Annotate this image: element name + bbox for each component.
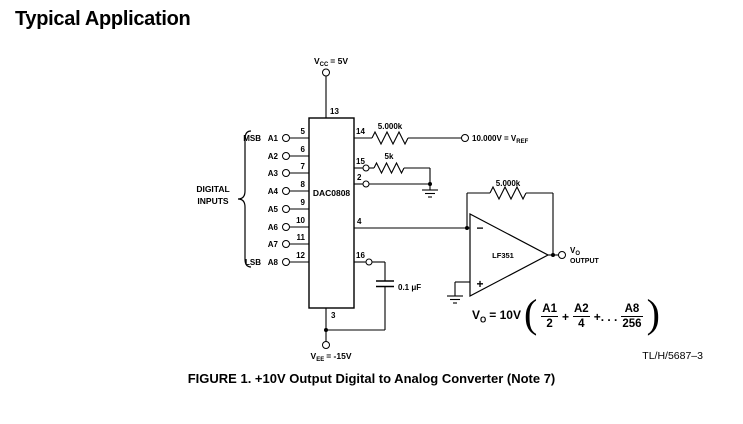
input-terminal [282, 223, 290, 231]
input-terminal [282, 258, 290, 266]
pin-number: 8 [301, 180, 306, 189]
ellipsis-plus: +. . . [593, 309, 618, 324]
equation-lhs: VO= 10V [472, 308, 521, 325]
plus-sign: + [561, 309, 569, 324]
pin2-terminal [362, 180, 370, 188]
pin-number: 7 [301, 162, 306, 171]
dac-output-net: 4 [354, 217, 470, 230]
vee-terminal [322, 341, 330, 349]
input-terminal [282, 169, 290, 177]
pin16-terminal [365, 258, 373, 266]
digital-inputs-label-1: DIGITAL [196, 184, 229, 194]
input-terminal [282, 240, 290, 248]
inputs-brace [237, 130, 252, 268]
input-terminal [282, 187, 290, 195]
pin-number: 12 [296, 251, 305, 260]
pin-number-3: 3 [331, 311, 336, 320]
input-row-a6: 10 A6 [268, 216, 309, 232]
capacitor-value: 0.1 μF [398, 283, 421, 292]
vref-terminal [461, 134, 469, 142]
input-label: A5 [268, 205, 279, 214]
resistor-5000k-ref [371, 130, 409, 146]
pin-number-15: 15 [356, 157, 365, 166]
opamp: − + LF351 VO OUTPUT [447, 213, 600, 304]
resistor-value: 5.000k [496, 179, 521, 188]
noninverting-input-sign: + [476, 277, 483, 291]
input-row-a1: 5 A1 [268, 127, 309, 143]
vo-terminal [558, 251, 566, 259]
junction-dot [551, 253, 555, 257]
pin-number: 9 [301, 198, 306, 207]
input-label: A3 [268, 169, 279, 178]
input-row-a7: 11 A7 [268, 233, 309, 249]
vcc-terminal [322, 68, 330, 77]
page-title: Typical Application [15, 8, 191, 30]
ground-symbol [422, 189, 438, 198]
open-paren: ( [523, 291, 538, 337]
input-row-a8: 12 A8 [268, 251, 309, 267]
msb-label: MSB [243, 134, 261, 143]
pin-number: 6 [301, 145, 306, 154]
pin-number: 5 [301, 127, 306, 136]
vref-label: 10.000V = VREF [472, 134, 529, 145]
digital-inputs-label-2: INPUTS [197, 196, 229, 206]
dac-chip: DAC0808 [308, 117, 355, 309]
inverting-input-sign: − [476, 221, 483, 235]
input-terminal [282, 152, 290, 160]
pin15-terminal [362, 164, 370, 172]
dac-label: DAC0808 [313, 188, 351, 198]
pin-number-2: 2 [357, 173, 362, 182]
dac-body [308, 117, 355, 309]
input-row-a3: 7 A3 [268, 162, 309, 178]
bias-network: 15 5k 2 [354, 152, 438, 198]
input-label: A4 [268, 187, 279, 196]
feedback-network: 5.000k [466, 179, 554, 255]
lsb-label: LSB [245, 258, 261, 267]
pin-number-13: 13 [330, 107, 339, 116]
figure-caption: FIGURE 1. +10V Output Digital to Analog … [187, 371, 556, 386]
pin-number-16: 16 [356, 251, 365, 260]
pin-number: 10 [296, 216, 305, 225]
input-row-a4: 8 A4 [268, 180, 309, 196]
input-label: A6 [268, 223, 279, 232]
ground-symbol [447, 295, 463, 304]
input-terminal [282, 205, 290, 213]
pin-number: 11 [297, 233, 306, 242]
pin-number-14: 14 [356, 127, 365, 136]
opamp-label: LF351 [492, 251, 514, 260]
vo-label: VO [570, 246, 580, 257]
input-label: A2 [268, 152, 279, 161]
resistor-5000k-feedback [489, 185, 527, 201]
close-paren: ) [646, 291, 660, 337]
vee-supply: 3 VEE= -15V [311, 308, 352, 363]
vee-label: VEE= -15V [311, 351, 352, 363]
input-terminal [282, 134, 290, 142]
input-label: A7 [268, 240, 279, 249]
resistor-value: 5.000k [378, 122, 403, 131]
vref-branch: 14 5.000k 10.000V = VREF [354, 122, 529, 146]
resistor-value: 5k [385, 152, 394, 161]
input-label: A1 [268, 134, 279, 143]
junction-dot [428, 182, 432, 186]
digital-input-rows: 5 A1 6 A2 7 A3 8 A4 [196, 127, 309, 268]
vcc-supply: VCC= 5V 13 [314, 56, 348, 118]
compensation-network: 16 0.1 μF [324, 251, 421, 332]
input-label: A8 [268, 258, 279, 267]
input-row-a5: 9 A5 [268, 198, 309, 214]
pin-number-4: 4 [357, 217, 362, 226]
figure-code: TL/H/5687–3 [642, 350, 703, 362]
input-row-a2: 6 A2 [268, 145, 309, 161]
resistor-5k [373, 161, 405, 175]
output-label: OUTPUT [570, 258, 600, 265]
vcc-label: VCC= 5V [314, 56, 348, 68]
opamp-body [469, 213, 550, 297]
